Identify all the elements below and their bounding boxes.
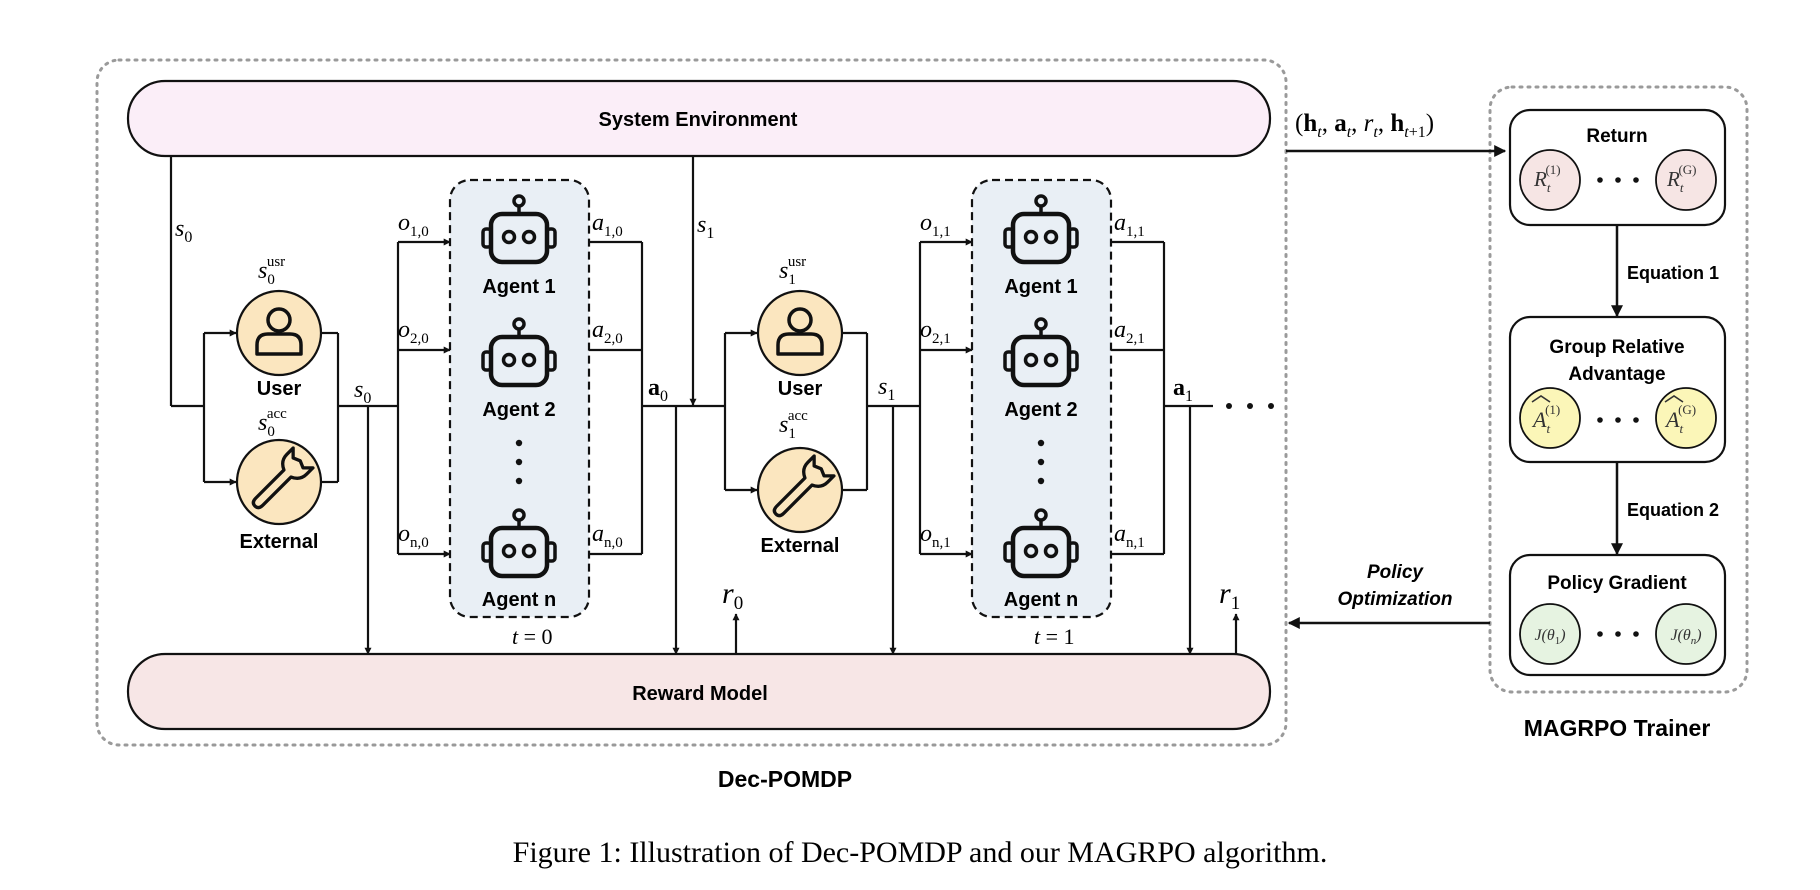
- agent-2-label-t0: Agent 2: [482, 399, 555, 421]
- s0-junction-label: s0: [354, 377, 371, 407]
- dec-pomdp-label: Dec-POMDP: [718, 766, 852, 792]
- t1-label: t = 1: [1034, 624, 1075, 649]
- agent-n-label-t0: Agent n: [482, 589, 556, 611]
- a-1-1-label: a1,1: [1114, 210, 1145, 240]
- user-node-t0: [235, 289, 323, 377]
- t0-label: t = 0: [512, 624, 553, 649]
- o-n-0-label: on,0: [398, 521, 429, 551]
- pg-ellipsis: [1597, 631, 1639, 637]
- o-n-1-label: on,1: [920, 521, 951, 551]
- s0-env-label: s0: [175, 216, 192, 246]
- agent-2-label-t1: Agent 2: [1004, 399, 1077, 421]
- magrpo-trainer-container: [1488, 85, 1749, 694]
- group-adv-line1: Group Relative: [1549, 337, 1684, 358]
- agent-n-label-t1: Agent n: [1004, 589, 1078, 611]
- policy-opt-line1: Policy: [1367, 562, 1424, 583]
- pg-circle-n: [1655, 603, 1717, 665]
- hat-1: [1531, 395, 1551, 403]
- policy-gradient-title: Policy Gradient: [1547, 573, 1687, 594]
- agents-ellipsis-t0: [515, 439, 523, 485]
- a-1-0-label: a1,0: [592, 210, 623, 240]
- s0-acc-label: s0acc: [258, 406, 287, 440]
- agents-ellipsis-t1: [1037, 439, 1045, 485]
- group-adv-line2: Advantage: [1568, 364, 1665, 385]
- adv-circle-g: [1655, 387, 1717, 449]
- policy-opt-line2: Optimization: [1337, 589, 1452, 610]
- user-node-t1: [756, 289, 844, 377]
- connectors-t1: [723, 238, 1240, 655]
- reward-model-bar: [126, 652, 1272, 731]
- a-n-0-label: an,0: [592, 521, 623, 551]
- hat-g: [1664, 395, 1684, 403]
- pg-circle-1: [1519, 603, 1581, 665]
- adv-ellipsis: [1597, 417, 1639, 423]
- s1-junction-label: s1: [878, 374, 895, 404]
- system-environment-bar: [126, 79, 1272, 158]
- o-2-0-label: o2,0: [398, 317, 429, 347]
- a0-label: a0: [648, 375, 668, 405]
- AG-label: At(G): [1664, 402, 1696, 436]
- reward-model-label: Reward Model: [632, 683, 768, 705]
- o-1-1-label: o1,1: [920, 210, 951, 240]
- system-environment-label: System Environment: [599, 109, 798, 131]
- equation1-label: Equation 1: [1627, 263, 1719, 283]
- equation2-label: Equation 2: [1627, 500, 1719, 520]
- agent-1-label-t1: Agent 1: [1004, 276, 1077, 298]
- agent-1-label-t0: Agent 1: [482, 276, 555, 298]
- a-n-1-label: an,1: [1114, 521, 1145, 551]
- transition-tuple-label: (ht, at, rt, ht+1): [1295, 110, 1434, 141]
- return-circle-g: [1655, 149, 1717, 211]
- r1-label: r1: [1219, 577, 1240, 614]
- s1-acc-label: s1acc: [779, 408, 808, 442]
- s0-usr-label: s0usr: [258, 254, 285, 288]
- external-label-t0: External: [240, 531, 319, 553]
- adv-circle-1: [1519, 387, 1581, 449]
- a-2-0-label: a2,0: [592, 317, 623, 347]
- dec-pomdp-container: [95, 58, 1288, 747]
- magrpo-trainer-label: MAGRPO Trainer: [1524, 715, 1711, 741]
- return-ellipsis: [1597, 177, 1639, 183]
- connectors-t0: [169, 156, 740, 655]
- external-node-t1: [756, 446, 844, 534]
- o-1-0-label: o1,0: [398, 210, 429, 240]
- external-label-t1: External: [761, 535, 840, 557]
- agent-group-panel-t1: [970, 178, 1113, 619]
- a-2-1-label: a2,1: [1114, 317, 1145, 347]
- a1-label: a1: [1173, 375, 1193, 405]
- r0-label: r0: [722, 577, 743, 614]
- sequence-ellipsis: [1226, 403, 1274, 409]
- s1-env-label: s1: [697, 212, 714, 242]
- return-title: Return: [1586, 126, 1647, 147]
- agent-group-panel-t0: [448, 178, 591, 619]
- o-2-1-label: o2,1: [920, 317, 951, 347]
- return-circle-1: [1519, 149, 1581, 211]
- user-label-t1: User: [778, 378, 823, 400]
- user-label-t0: User: [257, 378, 302, 400]
- figure-caption: Figure 1: Illustration of Dec-POMDP and …: [513, 836, 1328, 869]
- external-node-t0: [235, 438, 323, 526]
- s1-usr-label: s1usr: [779, 254, 806, 288]
